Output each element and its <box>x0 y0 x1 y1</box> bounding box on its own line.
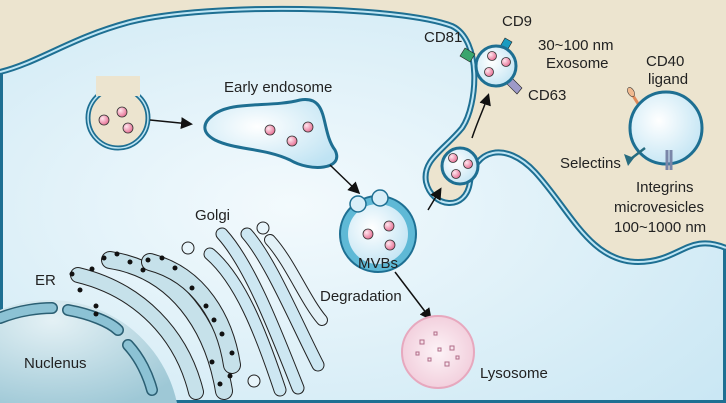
exosome <box>459 37 523 95</box>
endocytic-vesicle <box>85 76 151 151</box>
cargo-particle <box>487 51 497 61</box>
golgi-apparatus <box>181 221 328 397</box>
cargo-particle <box>362 228 374 240</box>
label-cd81: CD81 <box>424 29 462 46</box>
cargo-particle <box>116 106 128 118</box>
cargo-particle <box>451 169 461 179</box>
cargo-particle <box>98 114 110 126</box>
nucleus <box>0 300 177 403</box>
label-early-endosome: Early endosome <box>224 79 332 96</box>
arrow-to-release <box>427 187 442 211</box>
label-mvbs: MVBs <box>358 255 398 272</box>
multivesicular-body <box>339 189 417 273</box>
label-cd63: CD63 <box>528 87 566 104</box>
cargo-particle <box>501 57 511 67</box>
microvesicle <box>624 87 704 170</box>
label-degradation: Degradation <box>320 288 402 305</box>
cargo-particle <box>286 135 298 147</box>
label-cd9: CD9 <box>502 13 532 30</box>
endoplasmic-reticulum <box>69 251 241 400</box>
cargo-particle <box>264 124 276 136</box>
label-ligand: ligand <box>648 71 688 88</box>
label-er: ER <box>35 272 56 289</box>
arrow-to-lysosome <box>394 271 432 321</box>
cargo-particle <box>383 220 395 232</box>
cargo-particle <box>122 122 134 134</box>
cargo-particle <box>302 121 314 133</box>
label-lysosome: Lysosome <box>480 365 548 382</box>
cargo-particle <box>384 239 396 251</box>
label-exosome: Exosome <box>546 55 609 72</box>
cargo-particle <box>463 159 473 169</box>
early-endosome <box>203 98 339 169</box>
label-nucleus: Nuclenus <box>24 355 87 372</box>
label-exosome-size: 30~100 nm <box>538 37 613 54</box>
budding-vesicle <box>440 146 480 186</box>
label-microvesicle-size: 100~1000 nm <box>614 219 706 236</box>
label-selectins: Selectins <box>560 155 621 172</box>
cargo-particle <box>484 67 494 77</box>
lysosome <box>401 315 475 389</box>
cargo-particle <box>448 153 458 163</box>
label-integrins: Integrins <box>636 179 694 196</box>
label-cd40: CD40 <box>646 53 684 70</box>
arrow-to-mvb <box>329 164 361 195</box>
ribosomes <box>69 251 235 387</box>
label-microvesicles: microvesicles <box>614 199 704 216</box>
arrow-to-exosome <box>471 93 491 139</box>
arrow-to-early-endosome <box>149 117 193 130</box>
label-golgi: Golgi <box>195 207 230 224</box>
